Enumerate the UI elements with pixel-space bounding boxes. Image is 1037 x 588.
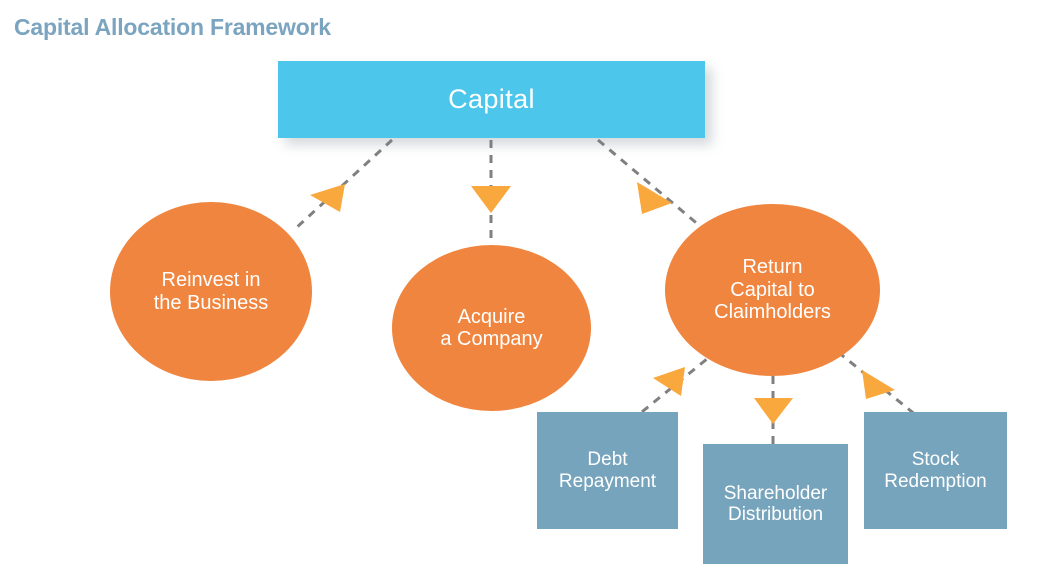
edge-return-to-debt [631, 348, 719, 422]
edge-return-to-stock [837, 350, 923, 422]
node-capital[interactable]: Capital [278, 61, 705, 138]
node-shareholder-label: Shareholder Distribution [723, 482, 828, 525]
node-shareholder-distribution[interactable]: Shareholder Distribution [703, 444, 848, 564]
node-debt-repayment[interactable]: Debt Repayment [537, 412, 678, 529]
node-capital-label: Capital [448, 84, 535, 115]
node-acquire-label: Acquire a Company [440, 305, 543, 350]
node-stock-label: Stock Redemption [884, 449, 987, 492]
node-debt-label: Debt Repayment [558, 449, 657, 492]
node-acquire-a-company[interactable]: Acquire a Company [392, 245, 591, 411]
arrowhead-return-to-stock [862, 370, 895, 399]
edge-capital-to-reinvest [294, 138, 394, 230]
node-reinvest-label: Reinvest in the Business [153, 269, 269, 314]
node-return-label: Return Capital to Claimholders [714, 256, 831, 324]
arrowhead-return-to-shareholder [754, 398, 793, 424]
page-title: Capital Allocation Framework [14, 14, 331, 40]
node-return-capital-to-claimholders[interactable]: Return Capital to Claimholders [665, 204, 880, 376]
arrowhead-capital-to-reinvest [310, 184, 345, 212]
arrowhead-return-to-debt [653, 367, 685, 396]
node-reinvest-in-the-business[interactable]: Reinvest in the Business [110, 202, 312, 381]
arrowhead-capital-to-acquire [471, 186, 511, 213]
arrowhead-capital-to-return [637, 182, 672, 214]
node-stock-redemption[interactable]: Stock Redemption [864, 412, 1007, 529]
edge-capital-to-return [597, 138, 701, 228]
